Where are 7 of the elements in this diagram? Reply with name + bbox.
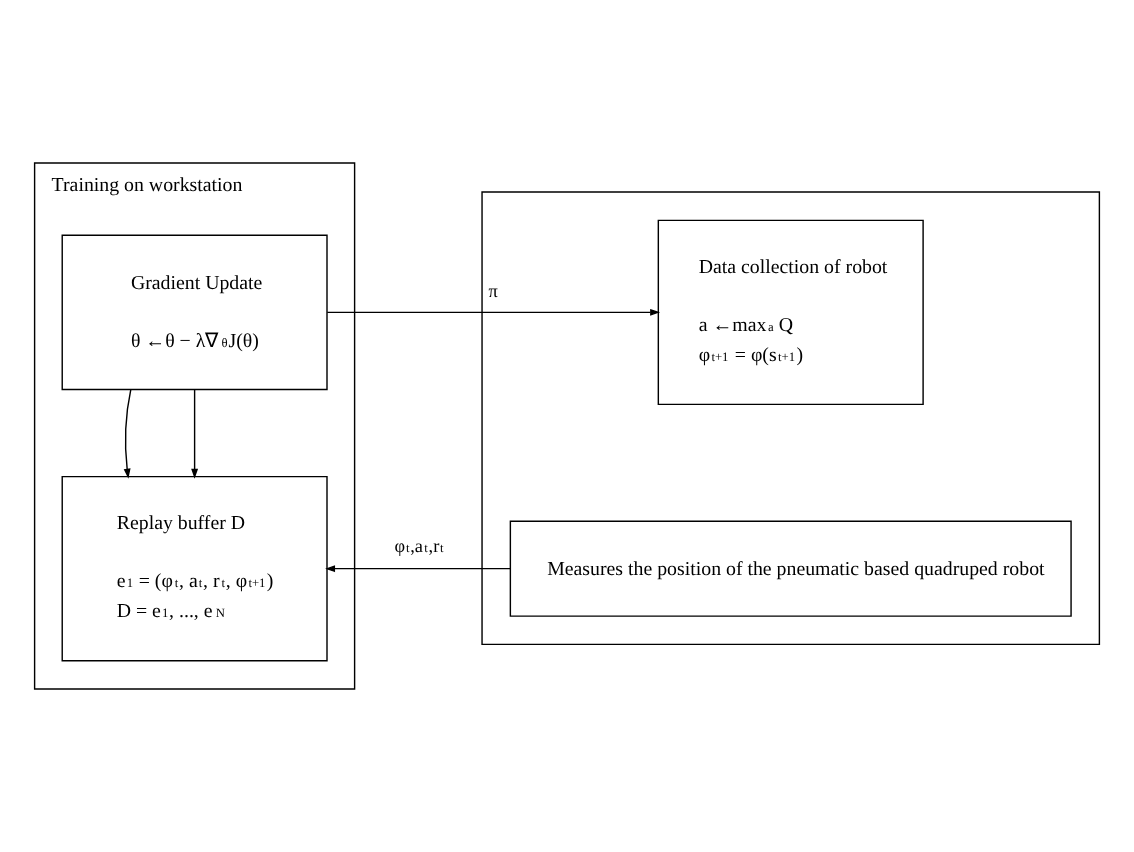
node-box: Measures the position of the pneumatic based quadruped robot (509, 520, 1072, 617)
arrow (325, 565, 511, 573)
arrow (123, 389, 132, 479)
edge-label: π (488, 281, 498, 302)
arrow (191, 389, 199, 479)
cluster (481, 191, 1101, 646)
arrow (326, 308, 661, 316)
